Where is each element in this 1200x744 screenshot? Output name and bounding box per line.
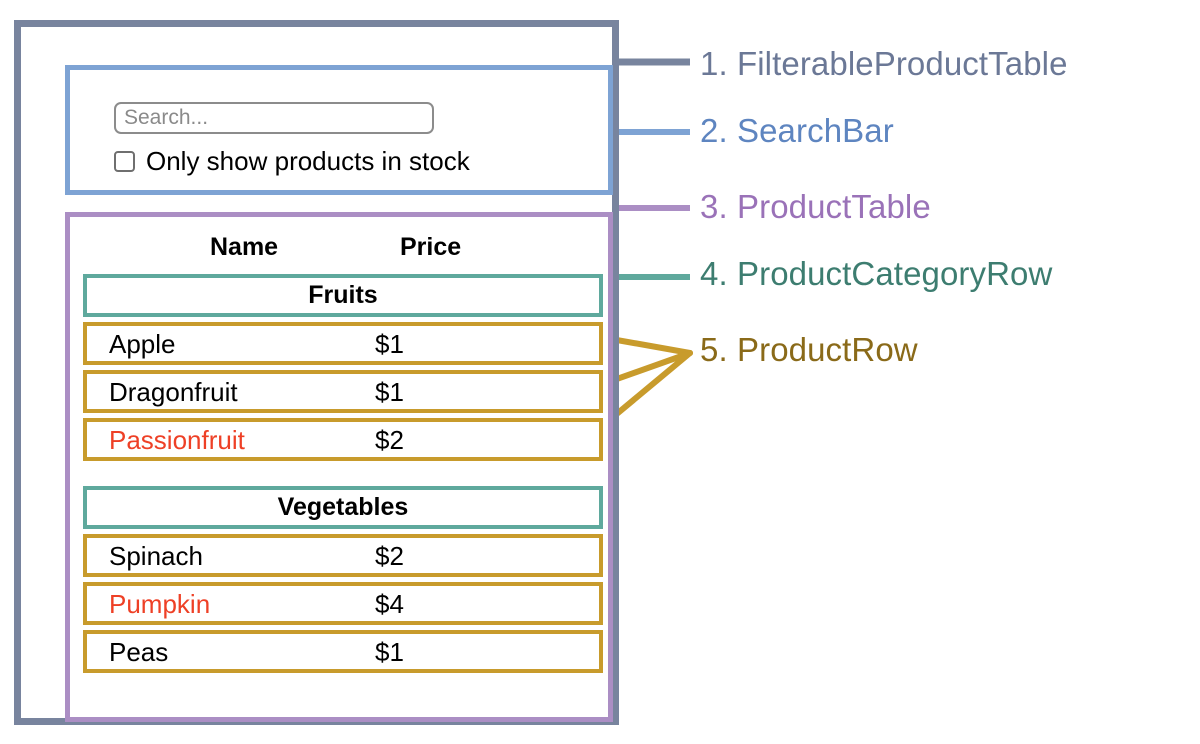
in-stock-checkbox-label: Only show products in stock — [146, 146, 470, 176]
product-price: $2 — [375, 540, 404, 571]
product-name: Apple — [109, 328, 176, 359]
product-row[interactable]: Dragonfruit $1 — [83, 370, 603, 413]
search-bar-container: Only show products in stock — [65, 65, 613, 195]
product-row[interactable]: Passionfruit $2 — [83, 418, 603, 461]
product-category-row-vegetables: Vegetables — [83, 486, 603, 529]
product-row[interactable]: Apple $1 — [83, 322, 603, 365]
filterable-product-table-container: Only show products in stock Name Price F… — [14, 20, 619, 725]
product-name: Pumpkin — [109, 588, 211, 619]
product-row[interactable]: Spinach $2 — [83, 534, 603, 577]
product-row[interactable]: Peas $1 — [83, 630, 603, 673]
column-header-name: Name — [210, 233, 279, 261]
product-price: $1 — [375, 376, 404, 407]
product-name: Passionfruit — [109, 424, 245, 455]
product-row[interactable]: Pumpkin $4 — [83, 582, 603, 625]
product-name: Spinach — [109, 540, 203, 571]
product-category-label: Fruits — [308, 281, 378, 309]
product-table-container: Name Price Fruits Apple $1 Dragonfruit $… — [65, 212, 613, 722]
in-stock-checkbox[interactable] — [114, 150, 135, 172]
product-price: $4 — [375, 588, 404, 619]
search-input[interactable] — [114, 102, 434, 134]
legend-item-search-bar: 2. SearchBar — [700, 112, 894, 149]
legend-item-product-row: 5. ProductRow — [700, 331, 918, 368]
product-price: $1 — [375, 636, 404, 667]
in-stock-filter-row[interactable]: Only show products in stock — [114, 148, 470, 174]
legend-item-product-category-row: 4. ProductCategoryRow — [700, 255, 1053, 292]
product-table-header: Name Price — [70, 229, 608, 269]
product-price: $1 — [375, 328, 404, 359]
product-price: $2 — [375, 424, 404, 455]
product-name: Peas — [109, 636, 169, 667]
legend-item-filterable-product-table: 1. FilterableProductTable — [700, 45, 1068, 82]
product-table-body: Fruits Apple $1 Dragonfruit $1 Passionfr… — [83, 274, 603, 678]
product-category-row-fruits: Fruits — [83, 274, 603, 317]
product-category-label: Vegetables — [277, 493, 409, 521]
product-name: Dragonfruit — [109, 376, 238, 407]
legend-item-product-table: 3. ProductTable — [700, 188, 931, 225]
column-header-price: Price — [400, 233, 462, 261]
